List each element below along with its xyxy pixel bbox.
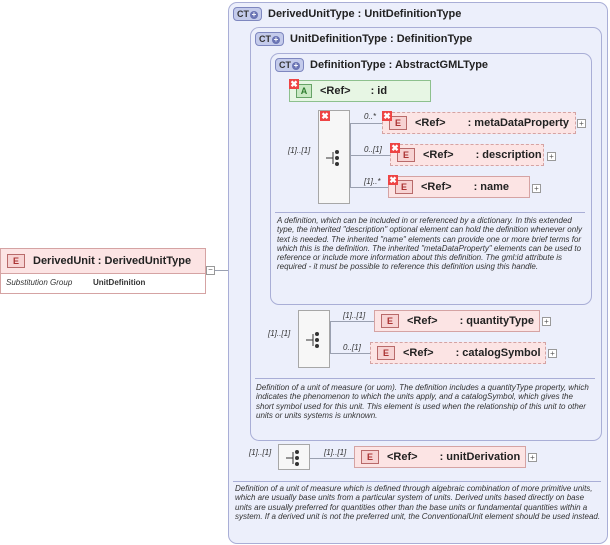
element-ref: <Ref> [423,149,454,161]
element-badge: E [397,148,415,162]
element-cardinality: [1]..[1] [343,311,366,320]
collapse-minus-icon[interactable]: − [206,266,215,275]
mid-sequence-cardinality: [1]..[1] [268,329,291,338]
element-name: : metaDataProperty [467,117,570,129]
element-ref: <Ref> [415,117,446,129]
element-name: : description [475,149,542,161]
element-badge: E [389,116,407,130]
branch-line [330,353,370,354]
branch-line [350,187,388,188]
outer-sequence-cardinality: [1]..[1] [249,448,272,457]
element-metadataproperty[interactable]: E <Ref> : metaDataProperty [382,112,576,134]
element-catalogsymbol[interactable]: E <Ref> : catalogSymbol [370,342,546,364]
root-element-header: E DerivedUnit : DerivedUnitType [1,249,205,274]
complex-type-outer-doc: Definition of a unit of measure which is… [235,484,601,521]
mid-sequence[interactable] [298,310,330,368]
element-ref: <Ref> [387,451,418,463]
element-name: : catalogSymbol [455,347,541,359]
substitution-group-label: Substitution Group [6,278,73,287]
branch-line [350,123,382,124]
delete-x-icon: ✖ [388,175,398,185]
ct-plus-icon: CT+ [233,7,262,21]
element-name-item[interactable]: E <Ref> : name [388,176,530,198]
element-badge: E [381,314,399,328]
expand-plus-icon[interactable]: + [532,184,541,193]
complex-type-inner-title: DefinitionType : AbstractGMLType [310,59,489,71]
divider [255,378,595,379]
delete-x-icon: ✖ [289,79,299,89]
root-element-box[interactable]: E DerivedUnit : DerivedUnitType Substitu… [0,248,206,294]
attribute-badge: A [296,84,312,98]
element-cardinality: [1]..* [364,177,381,186]
inner-sequence-cardinality: [1]..[1] [288,146,311,155]
sequence-icon [306,332,319,348]
ct-plus-icon: CT+ [255,32,284,46]
complex-type-inner-doc: A definition, which can be included in o… [277,216,582,272]
element-name: : unitDerivation [439,451,521,463]
element-cardinality: 0..[1] [364,145,382,154]
element-cardinality: 0..* [364,112,377,121]
ct-plus-icon: CT+ [275,58,304,72]
element-badge: E [7,254,25,268]
expand-plus-icon[interactable]: + [542,317,551,326]
complex-type-mid-title: UnitDefinitionType : DefinitionType [290,33,473,45]
element-cardinality: 0..[1] [343,343,361,352]
element-ref: <Ref> [407,315,438,327]
inner-sequence[interactable] [318,110,350,204]
complex-type-inner-header: CT+ DefinitionType : AbstractGMLType [275,58,488,72]
divider [233,481,601,482]
root-element-title: DerivedUnit : DerivedUnitType [33,255,192,267]
substitution-group-value: UnitDefinition [93,278,146,287]
outer-sequence[interactable] [278,444,310,470]
expand-plus-icon[interactable]: + [528,453,537,462]
expand-plus-icon[interactable]: + [577,119,586,128]
element-name: : name [473,181,510,193]
connector-root [214,270,228,271]
sequence-icon [326,150,339,166]
complex-type-mid-header: CT+ UnitDefinitionType : DefinitionType [255,32,472,46]
attribute-ref: <Ref> [320,85,351,97]
element-unitderivation[interactable]: E <Ref> : unitDerivation [354,446,526,468]
attribute-id[interactable]: A <Ref> : id [289,80,431,102]
divider [275,212,585,213]
complex-type-outer-header: CT+ DerivedUnitType : UnitDefinitionType [233,7,461,21]
branch-line [350,155,390,156]
branch-line [330,321,374,322]
delete-x-icon: ✖ [390,143,400,153]
element-ref: <Ref> [421,181,452,193]
element-badge: E [377,346,395,360]
complex-type-outer-title: DerivedUnitType : UnitDefinitionType [268,8,462,20]
branch-line [310,458,354,459]
element-cardinality: [1]..[1] [324,448,347,457]
delete-x-icon: ✖ [382,111,392,121]
element-description[interactable]: E <Ref> : description [390,144,544,166]
sequence-icon [286,450,299,466]
element-quantitytype[interactable]: E <Ref> : quantityType [374,310,540,332]
attribute-name: : id [370,85,388,97]
element-name: : quantityType [459,315,534,327]
element-ref: <Ref> [403,347,434,359]
element-badge: E [395,180,413,194]
element-badge: E [361,450,379,464]
mid-seq-branch [330,321,331,353]
delete-x-icon: ✖ [320,111,330,121]
complex-type-mid-doc: Definition of a unit of measure (or uom)… [256,383,589,420]
expand-plus-icon[interactable]: + [548,349,557,358]
expand-plus-icon[interactable]: + [547,152,556,161]
